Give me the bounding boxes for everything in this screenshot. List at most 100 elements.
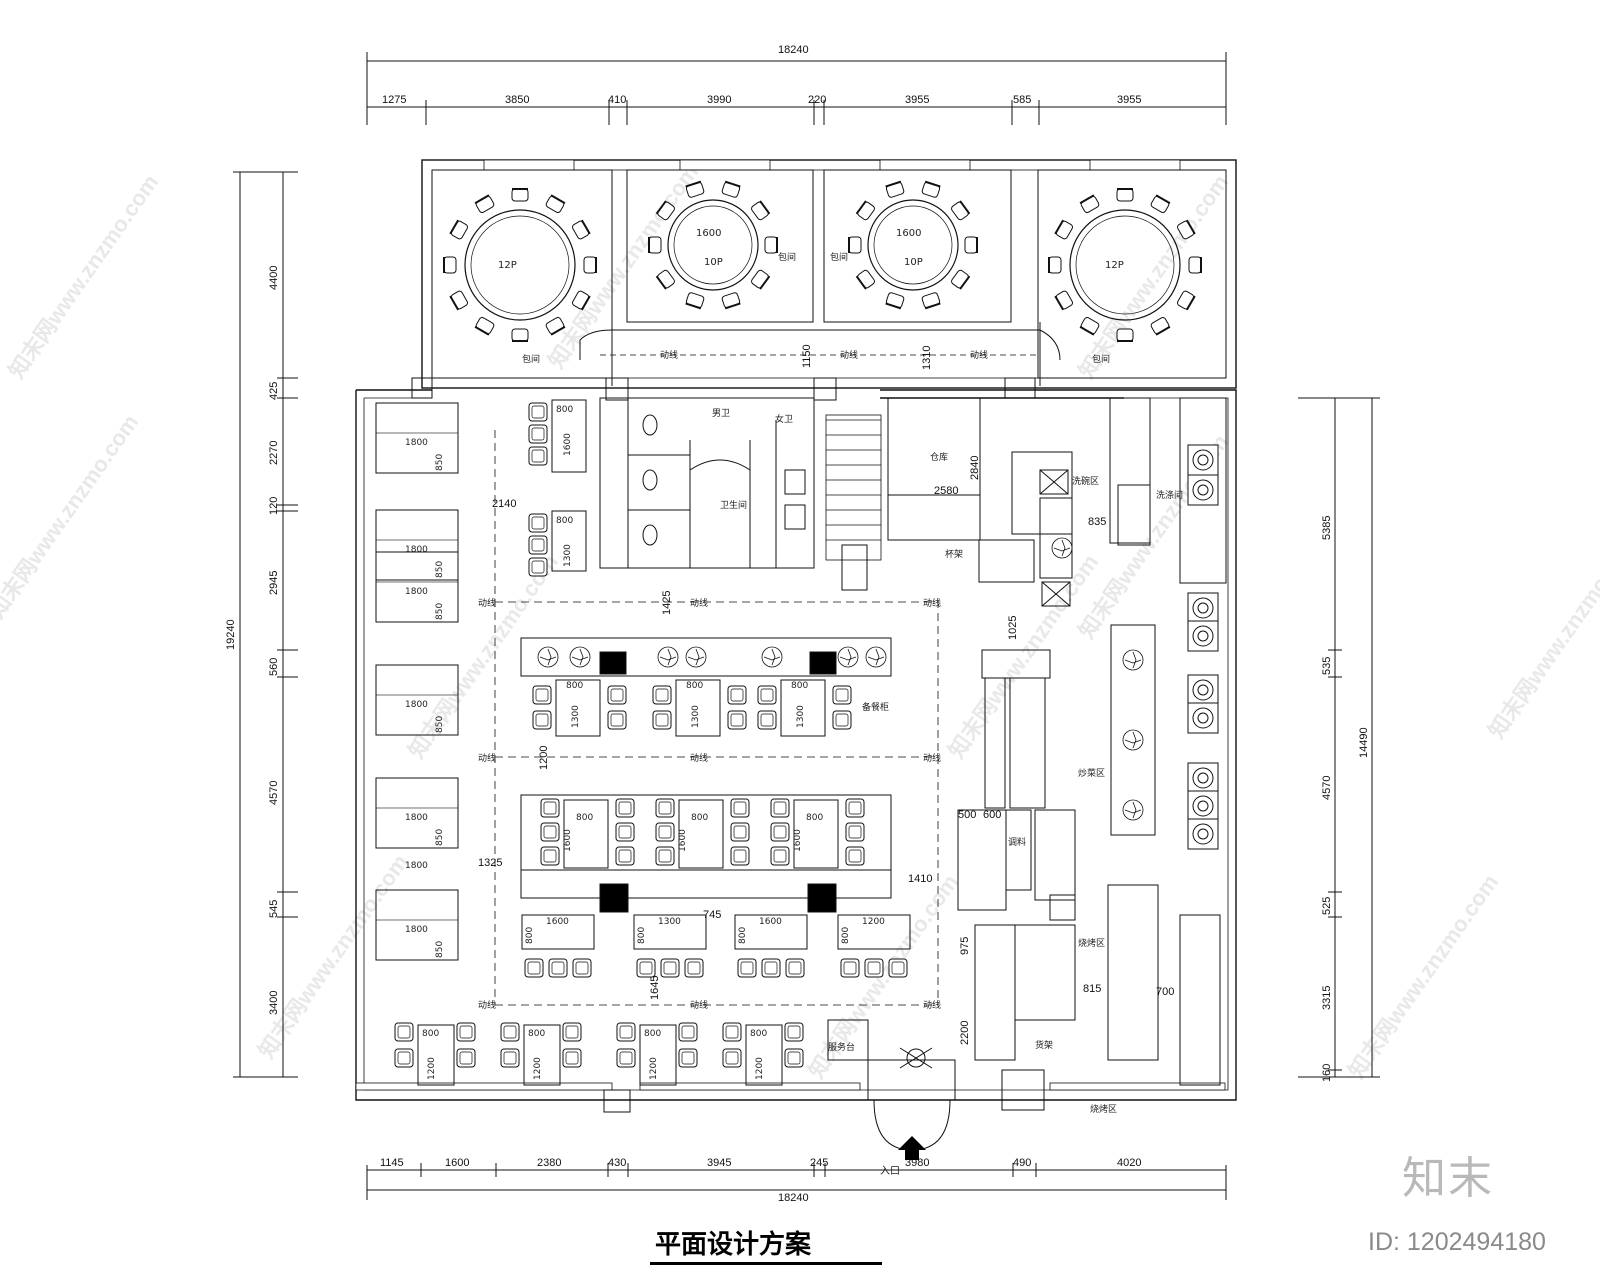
- booth-width: 1800: [405, 861, 428, 871]
- booth-chair: [528, 402, 548, 422]
- bottom-chair: [616, 1048, 636, 1068]
- bottom-table: [639, 1024, 677, 1086]
- flow-label-private-3: 动线: [970, 349, 988, 361]
- chair-back: [1079, 194, 1095, 205]
- dim-745: 745: [703, 909, 721, 921]
- chair-back: [449, 295, 460, 311]
- booth-width: 1800: [405, 587, 428, 597]
- round-chair: [764, 236, 778, 254]
- dim-815: 815: [1083, 983, 1101, 995]
- private-room-walls: [411, 169, 1227, 401]
- booth-table: [551, 399, 587, 473]
- dim-right-total: 14490: [1358, 727, 1370, 758]
- round-chair: [474, 194, 495, 213]
- round-chair: [511, 188, 529, 202]
- bottom-table-depth: 1200: [649, 1057, 659, 1080]
- booth-table: [375, 694, 459, 736]
- round-chair: [1079, 194, 1100, 213]
- lower-chair: [660, 958, 680, 978]
- chair-back: [724, 302, 741, 310]
- dim-2580: 2580: [934, 485, 958, 497]
- dining-flow-lines: [494, 430, 939, 1006]
- lower-table: [837, 914, 911, 950]
- dim-right-seg-3: 4570: [1321, 776, 1333, 800]
- dim-left-seg-1: 4400: [268, 266, 280, 290]
- island-chair: [832, 685, 852, 705]
- watermark-10: 知末网www.znzmo.com: [1344, 870, 1504, 1083]
- lower-chair: [572, 958, 592, 978]
- booth-depth: 850: [435, 561, 445, 578]
- table-label-10p-a: 10P: [704, 257, 723, 268]
- stove-burner: [1187, 444, 1219, 476]
- flow-label-2: 动线: [690, 597, 708, 609]
- island-chair: [655, 822, 675, 842]
- round-chair: [1054, 290, 1073, 311]
- island-table-width: 800: [576, 813, 593, 823]
- dim-left-seg-5: 2945: [268, 571, 280, 595]
- bottom-chair: [784, 1022, 804, 1042]
- round-chair: [951, 269, 971, 290]
- bottom-table-width: 800: [422, 1029, 439, 1039]
- chair-seat: [511, 188, 529, 202]
- bottom-table: [417, 1024, 455, 1086]
- bottom-chair: [722, 1022, 742, 1042]
- island-chair: [532, 685, 552, 705]
- stove-column: [1051, 444, 1219, 850]
- round-chair: [443, 256, 457, 274]
- chair-back: [580, 295, 591, 311]
- chair-back: [959, 200, 971, 215]
- bottom-chair: [562, 1048, 582, 1068]
- lower-chair: [888, 958, 908, 978]
- bottom-chair: [394, 1048, 414, 1068]
- brand-logo: 知末: [1402, 1153, 1494, 1204]
- bottom-table-depth: 1200: [755, 1057, 765, 1080]
- bottom-chair: [616, 1022, 636, 1042]
- round-chair: [449, 290, 468, 311]
- stove-burner: [1187, 674, 1219, 706]
- island-table: [555, 679, 601, 737]
- booth-depth: 850: [435, 454, 445, 471]
- chair-seat: [648, 236, 662, 254]
- island-seats: 8001300800130080013008001600800160080016…: [521, 679, 911, 978]
- island-chair: [845, 822, 865, 842]
- kitchen-counters: [957, 624, 1221, 1111]
- kitchen-walls: [887, 397, 1227, 607]
- round-chair: [751, 269, 771, 290]
- chair-back: [1155, 325, 1171, 336]
- flow-label-4: 动线: [478, 752, 496, 764]
- table-label-1600-b: 1600: [896, 228, 921, 239]
- table-label-1600-a: 1600: [696, 228, 721, 239]
- chair-back: [1079, 325, 1095, 336]
- label-entrance: 入口: [880, 1166, 900, 1177]
- round-chair: [655, 200, 675, 221]
- bottom-chair: [500, 1048, 520, 1068]
- lower-table-depth: 800: [525, 927, 535, 944]
- image-id: ID: 1202494180: [1368, 1228, 1546, 1256]
- round-chair: [685, 180, 705, 198]
- chair-back: [1054, 219, 1065, 235]
- island-table-width: 800: [566, 681, 583, 691]
- island-fan: [865, 646, 887, 668]
- dim-right-seg-6: 160: [1321, 1064, 1333, 1082]
- central-island: [520, 637, 892, 913]
- bottom-chair: [678, 1048, 698, 1068]
- lower-table-width: 1600: [759, 917, 782, 927]
- lower-table: [521, 914, 595, 950]
- lower-chair: [864, 958, 884, 978]
- island-chair: [730, 822, 750, 842]
- dim-1410: 1410: [908, 873, 932, 885]
- dim-right-seg-2: 535: [1321, 657, 1333, 675]
- dim-1025: 1025: [1007, 616, 1019, 640]
- island-chair: [845, 846, 865, 866]
- bottom-chair: [784, 1048, 804, 1068]
- booth-depth: 850: [435, 829, 445, 846]
- round-chair: [1079, 317, 1100, 336]
- round-chair: [648, 236, 662, 254]
- round-chair: [964, 236, 978, 254]
- watermark-1: 知末网www.znzmo.com: [4, 170, 164, 383]
- round-table-chairs: [443, 180, 1202, 342]
- extractor-fan: [1122, 729, 1144, 751]
- dim-500: 500: [958, 809, 976, 821]
- room-label-grill-area: 烧烤区: [1078, 937, 1105, 949]
- booth-width: 1800: [405, 925, 428, 935]
